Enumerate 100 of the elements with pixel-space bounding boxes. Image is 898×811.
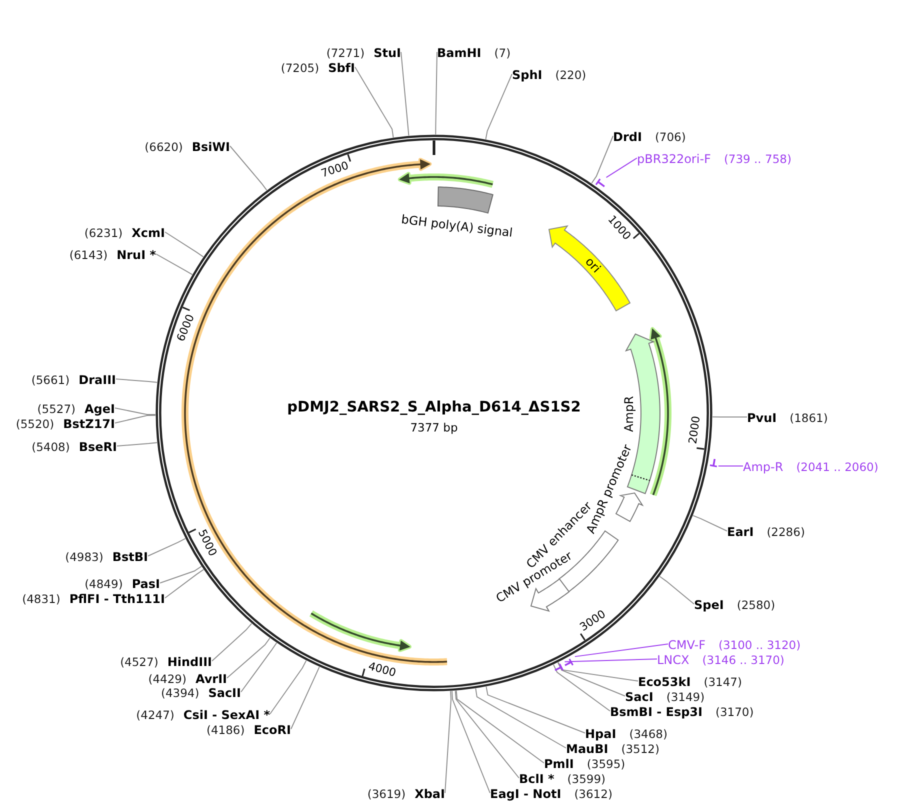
enzyme-name: BsiWI [192, 140, 230, 154]
enzyme-name: PmlI [544, 756, 574, 771]
cut-position: (3149) [666, 690, 705, 704]
feature-label: bGH poly(A) signal [400, 212, 514, 240]
enzyme-name: NruI * [116, 248, 156, 262]
cut-position: (7) [494, 46, 511, 60]
primer-name: CMV-F [668, 638, 706, 652]
leader-line [456, 690, 544, 764]
cut-position: (3468) [629, 726, 668, 741]
cut-position: (4849) [84, 576, 123, 591]
leader-line [451, 690, 490, 794]
cut-position: (5520) [16, 416, 54, 431]
leader-line [354, 66, 394, 138]
primer-mark [594, 177, 606, 189]
leader-line [114, 408, 156, 415]
enzyme-name: SacI [625, 690, 654, 704]
leader-line [114, 414, 156, 424]
leader-line [290, 666, 320, 730]
cut-position: (4429) [148, 672, 186, 686]
primer-mark [708, 457, 718, 469]
leader-line [475, 688, 566, 748]
cut-position: (2580) [736, 598, 776, 612]
cut-position: (3170) [715, 704, 754, 719]
enzyme-name: AgeI [84, 402, 115, 416]
plasmid-name: pDMJ2_SARS2_S_Alpha_D614_ΔS1S2 [287, 400, 581, 416]
cut-position: (3612) [574, 786, 612, 801]
leader-line [659, 576, 694, 604]
cut-position: (4186) [206, 722, 245, 737]
leader-line [148, 538, 186, 556]
primer-name: Amp-R [743, 460, 784, 474]
leader-line [116, 378, 158, 383]
primer-range: (3146 .. 3170) [702, 652, 784, 667]
enzyme-name: XcmI [132, 226, 165, 240]
cut-position: (5661) [31, 372, 70, 387]
enzyme-name: XbaI [414, 786, 445, 801]
primer-range: (2041 .. 2060) [796, 460, 878, 474]
scale-label: 4000 [367, 660, 398, 680]
leader-line [435, 52, 438, 135]
cut-position: (6620) [144, 140, 183, 154]
enzyme-name: PasI [132, 576, 160, 591]
cut-position: (4527) [120, 654, 158, 669]
cut-position: (7271) [326, 46, 365, 60]
enzyme-name: DrdI [613, 130, 642, 144]
leader-line [240, 642, 278, 692]
enzyme-name: EcoRI [254, 722, 291, 737]
enzyme-name: PvuI [747, 410, 777, 425]
leader-line [692, 515, 728, 532]
cut-position: (7205) [280, 60, 320, 75]
primer-name: pBR322ori-F [637, 152, 711, 166]
enzyme-name: BstBI [112, 550, 148, 564]
enzyme-name: SpeI [694, 598, 724, 612]
primer-mark [552, 662, 565, 672]
primer-name: LNCX [657, 652, 690, 667]
leader-line [156, 254, 193, 276]
cut-position: (3512) [621, 742, 660, 756]
leader-line [444, 690, 452, 794]
enzyme-name: CsiI - SexAI * [183, 708, 270, 722]
enzyme-name: EarI [727, 524, 754, 539]
leader-line [116, 442, 158, 446]
enzyme-name: SphI [512, 68, 542, 82]
leader-line [486, 686, 586, 734]
cut-position: (6143) [69, 248, 108, 262]
leader-line [270, 660, 307, 714]
enzyme-name: SbfI [328, 60, 355, 75]
scale-label: 2000 [688, 416, 704, 446]
cut-position: (5408) [32, 440, 70, 454]
enzyme-name: StuI [374, 46, 401, 60]
enzyme-name: BsmBI - Esp3I [610, 704, 702, 719]
enzyme-name: BstZ17I [63, 416, 115, 431]
enzyme-name: SacII [208, 686, 241, 700]
enzyme-name: Eco53kI [638, 674, 691, 689]
enzyme-name: PflFI - Tth111I [69, 592, 165, 606]
cut-position: (4983) [65, 550, 104, 564]
leader-line [606, 158, 638, 178]
primer-mark [563, 656, 575, 667]
primer-range: (3100 .. 3120) [718, 638, 801, 652]
leader-line [557, 662, 626, 696]
cut-position: (2286) [766, 524, 805, 539]
cut-position: (706) [654, 130, 686, 144]
scale-label: 6000 [175, 312, 198, 343]
enzyme-name: BseRI [78, 440, 117, 454]
cut-position: (3619) [367, 786, 406, 801]
primer-range: (739 .. 758) [724, 152, 792, 166]
cut-position: (4247) [136, 708, 174, 722]
enzyme-name: AvrII [195, 672, 227, 686]
leader-line [164, 569, 204, 598]
scale-label: 7000 [320, 160, 350, 181]
enzyme-name: EagI - NotI [490, 786, 562, 801]
cut-position: (5527) [37, 402, 76, 416]
cut-position: (3595) [586, 756, 626, 771]
leader-line [160, 566, 202, 584]
plasmid-size: 7377 bp [410, 422, 458, 434]
leader-line [454, 690, 520, 778]
leader-line [712, 416, 748, 418]
leader-line [553, 664, 610, 712]
cut-position: (220) [555, 68, 586, 82]
leader-line [558, 662, 638, 682]
enzyme-name: HpaI [585, 726, 616, 741]
leader-line [485, 74, 512, 140]
cut-position: (6231) [84, 226, 123, 240]
